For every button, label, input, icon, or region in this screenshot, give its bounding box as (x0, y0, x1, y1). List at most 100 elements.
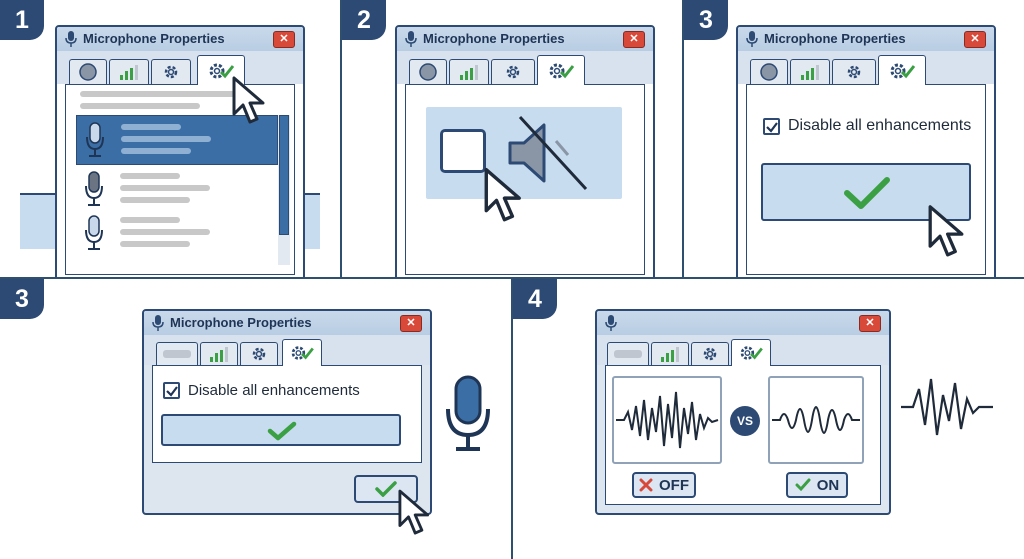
mouse-cursor-icon (484, 168, 521, 222)
signal-bars-icon (210, 347, 228, 362)
list-item-selected[interactable] (76, 115, 278, 165)
tab-advanced[interactable] (491, 59, 535, 84)
list-item[interactable] (76, 169, 276, 213)
window-title: Microphone Properties (423, 31, 565, 46)
disable-enhancements-checkbox[interactable] (763, 117, 780, 135)
placeholder-line (121, 148, 191, 154)
divider-h (0, 277, 1024, 279)
step-badge: 3 (0, 279, 44, 319)
microphone-icon (746, 31, 758, 47)
tab-general[interactable] (607, 342, 649, 365)
step-panel-4: 4 ✕ VS OFF ON (513, 279, 1024, 559)
off-button[interactable]: OFF (632, 472, 696, 498)
window-title: Microphone Properties (170, 315, 312, 330)
placeholder-line (120, 217, 180, 223)
tab-advanced[interactable] (240, 342, 278, 365)
close-button[interactable]: ✕ (964, 31, 986, 48)
step-panel-1: 1 Microphone Properties ✕ (0, 0, 340, 277)
signal-bars-icon (120, 65, 138, 80)
step-badge: 1 (0, 0, 44, 40)
scrollbar-thumb[interactable] (279, 115, 289, 235)
tab-enhancements[interactable] (537, 55, 585, 85)
waveform-off (612, 376, 722, 464)
disable-enhancements-label: Disable all enhancements (788, 117, 972, 134)
placeholder-line (120, 185, 210, 191)
divider-v3 (511, 279, 513, 559)
gear-icon (847, 65, 861, 79)
mouse-cursor-icon (232, 76, 265, 124)
noisy-waveform (616, 391, 719, 449)
tab-advanced[interactable] (691, 342, 729, 365)
list-item[interactable] (76, 213, 276, 257)
gear-icon (252, 347, 266, 361)
tab-enhancements[interactable] (282, 339, 322, 366)
on-label: ON (816, 476, 840, 494)
gear-icon (703, 347, 717, 361)
microphone-properties-window: Microphone Properties ✕ (395, 25, 655, 277)
signal-bars-icon (661, 347, 679, 362)
checkmark-icon (375, 481, 397, 497)
circle-icon (79, 63, 97, 81)
circle-icon (419, 63, 437, 81)
tab-general[interactable] (750, 59, 788, 84)
tab-general[interactable] (409, 59, 447, 84)
gear-check-icon (549, 63, 574, 78)
gear-check-icon (890, 63, 915, 78)
tab-levels[interactable] (200, 342, 238, 365)
disable-enhancements-row[interactable]: Disable all enhancements (163, 382, 360, 399)
mouse-cursor-icon (928, 205, 964, 257)
titlebar: Microphone Properties ✕ (397, 27, 653, 52)
close-button[interactable]: ✕ (859, 315, 881, 332)
microphone-icon (152, 315, 164, 331)
close-button[interactable]: ✕ (400, 315, 422, 332)
titlebar: Microphone Properties ✕ (144, 311, 430, 336)
step-badge: 3 (684, 0, 728, 40)
tab-levels[interactable] (790, 59, 830, 84)
apply-button[interactable] (761, 163, 971, 221)
disable-enhancements-row[interactable]: Disable all enhancements (763, 117, 971, 135)
scrollbar-track[interactable] (278, 115, 290, 265)
tab-general[interactable] (156, 342, 198, 365)
gear-check-icon (740, 346, 763, 360)
close-button[interactable]: ✕ (623, 31, 645, 48)
disable-enhancements-label: Disable all enhancements (188, 382, 360, 399)
close-button[interactable]: ✕ (273, 31, 295, 48)
microphone-icon (65, 31, 77, 47)
placeholder-line (120, 241, 190, 247)
waveform-icon (901, 378, 993, 436)
microphone-icon (405, 31, 417, 47)
disable-enhancements-checkbox[interactable] (163, 382, 180, 399)
tab-general[interactable] (69, 59, 107, 84)
comparison-pane: VS OFF ON (605, 365, 881, 505)
tab-strip (597, 335, 889, 366)
microphone-icon (605, 315, 617, 331)
apply-button[interactable] (161, 414, 401, 446)
highlight-area (426, 107, 622, 199)
on-button[interactable]: ON (786, 472, 848, 498)
placeholder-line (120, 173, 180, 179)
enhancement-checkbox[interactable] (440, 129, 486, 173)
enhancements-pane (405, 84, 645, 275)
speaker-muted-icon (508, 115, 588, 191)
step-panel-3-bottom: 3 Microphone Properties ✕ Disable all en… (0, 279, 511, 559)
microphone-icon (85, 171, 103, 206)
titlebar: Microphone Properties ✕ (738, 27, 994, 52)
tab-levels[interactable] (651, 342, 689, 365)
tab-levels[interactable] (109, 59, 149, 84)
checkmark-icon (844, 177, 890, 209)
off-label: OFF (659, 476, 689, 494)
checkmark-icon (795, 478, 811, 492)
gear-check-icon (209, 63, 234, 78)
tab-advanced[interactable] (832, 59, 876, 84)
tab-enhancements[interactable] (731, 339, 771, 366)
window-title: Microphone Properties (764, 31, 906, 46)
enhancements-pane: Disable all enhancements (152, 365, 422, 463)
checkmark-icon (766, 121, 778, 133)
tab-strip (397, 51, 653, 85)
gear-icon (164, 65, 178, 79)
window-title: Microphone Properties (83, 31, 225, 46)
tab-levels[interactable] (449, 59, 489, 84)
microphone-icon (446, 375, 490, 451)
tab-advanced[interactable] (151, 59, 191, 84)
tab-enhancements[interactable] (878, 55, 926, 85)
